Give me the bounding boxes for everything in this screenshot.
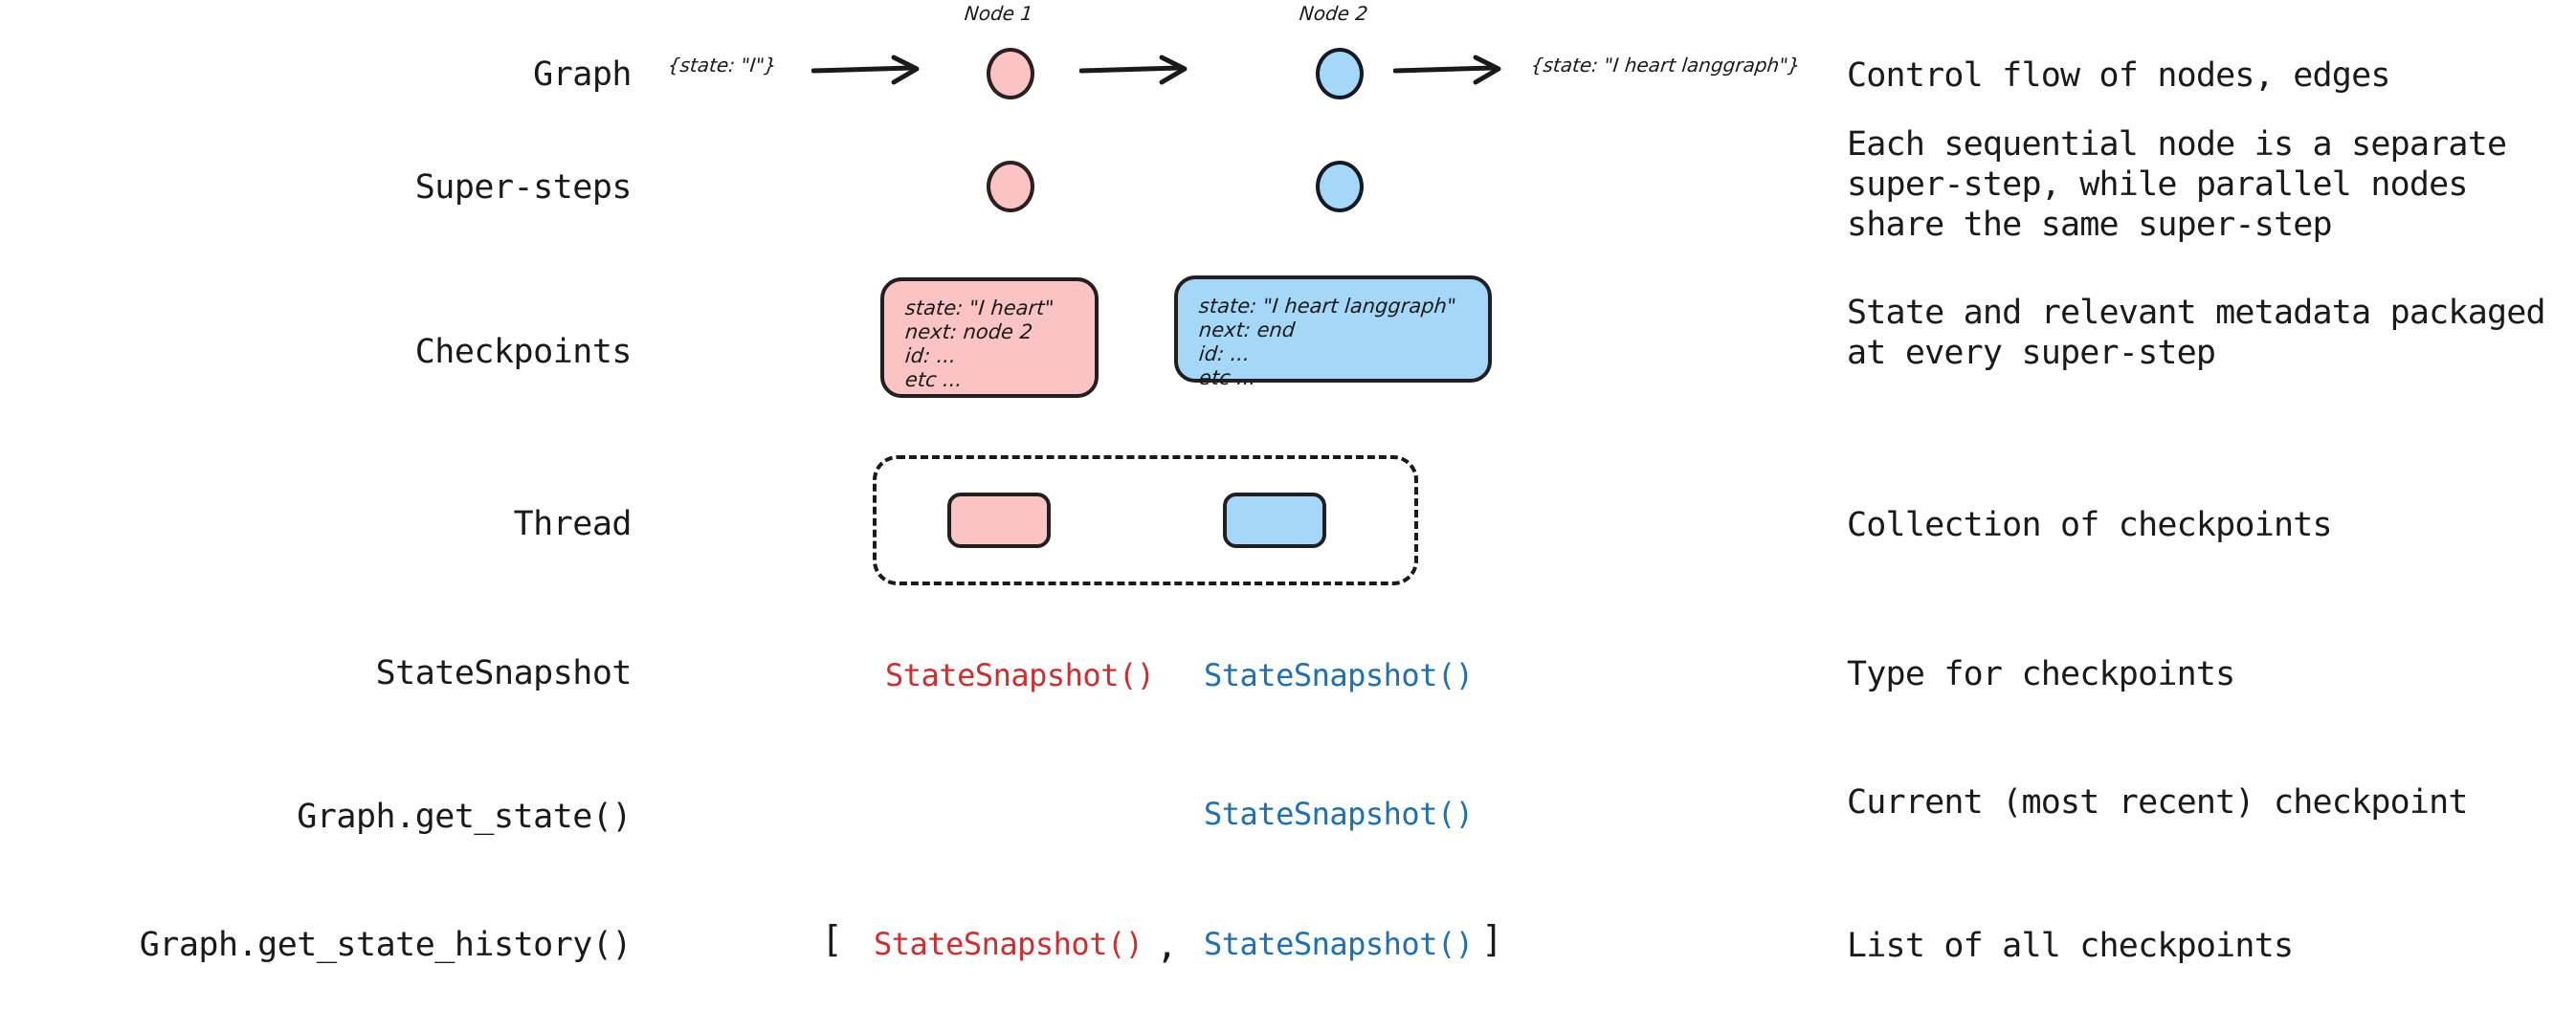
checkpoint-2-line-etc: etc ... xyxy=(1197,366,1257,389)
history-close-bracket: ] xyxy=(1481,918,1503,960)
checkpoint-1-line-next: next: node 2 xyxy=(903,320,1034,343)
checkpoint-2-line-state: state: "I heart langgraph" xyxy=(1197,295,1457,318)
output-state-annotation: {state: "I heart langgraph"} xyxy=(1529,54,1802,77)
edge-arrow-1 xyxy=(811,55,920,85)
row-description-graph: Control flow of nodes, edges xyxy=(1847,56,2390,95)
statesnapshot-type-token-1: StateSnapshot() xyxy=(885,657,1155,693)
row-description-thread: Collection of checkpoints xyxy=(1847,506,2333,544)
checkpoint-1-line-etc: etc ... xyxy=(903,368,964,391)
checkpoint-card-node-1: state: "I heart" next: node 2 id: ... et… xyxy=(880,277,1099,398)
thread-checkpoint-2-card xyxy=(1223,493,1326,548)
row-label-graph: Graph xyxy=(533,55,632,94)
thread-checkpoint-1-card xyxy=(947,493,1051,548)
get-state-snapshot-token: StateSnapshot() xyxy=(1204,796,1474,832)
row-description-super-steps: Each sequential node is a separate super… xyxy=(1847,125,2507,244)
row-description-get-state: Current (most recent) checkpoint xyxy=(1847,783,2469,822)
row-label-get-state-history: Graph.get_state_history() xyxy=(139,926,633,964)
row-label-super-steps: Super-steps xyxy=(414,168,633,207)
row-description-checkpoints: State and relevant metadata packaged at … xyxy=(1847,294,2546,372)
super-step-node-1-circle xyxy=(987,161,1034,212)
graph-node-2-circle xyxy=(1316,48,1364,99)
row-label-statesnapshot: StateSnapshot xyxy=(375,654,633,692)
statesnapshot-type-token-2: StateSnapshot() xyxy=(1204,657,1474,693)
history-snapshot-token-1: StateSnapshot() xyxy=(874,926,1144,962)
row-description-statesnapshot: Type for checkpoints xyxy=(1847,655,2235,693)
node-2-label: Node 2 xyxy=(1298,2,1369,25)
history-snapshot-token-2: StateSnapshot() xyxy=(1204,926,1474,962)
row-label-get-state: Graph.get_state() xyxy=(297,798,632,836)
node-1-label: Node 1 xyxy=(963,2,1034,25)
graph-node-1-circle xyxy=(987,48,1034,99)
checkpoint-1-line-id: id: ... xyxy=(903,344,958,367)
row-label-thread: Thread xyxy=(513,505,633,543)
checkpoint-card-node-2: state: "I heart langgraph" next: end id:… xyxy=(1174,275,1492,389)
thread-container xyxy=(873,455,1418,585)
super-step-node-2-circle xyxy=(1316,161,1364,212)
history-comma: , xyxy=(1156,924,1178,966)
input-state-annotation: {state: "I"} xyxy=(666,54,778,77)
row-label-checkpoints: Checkpoints xyxy=(414,333,633,371)
edge-arrow-3 xyxy=(1393,55,1501,85)
row-description-get-state-history: List of all checkpoints xyxy=(1847,927,2294,965)
edge-arrow-2 xyxy=(1079,55,1188,85)
checkpoint-2-line-next: next: end xyxy=(1197,318,1297,341)
history-open-bracket: [ xyxy=(821,918,843,960)
checkpoint-1-line-state: state: "I heart" xyxy=(903,296,1055,319)
checkpoint-2-line-id: id: ... xyxy=(1197,342,1252,365)
